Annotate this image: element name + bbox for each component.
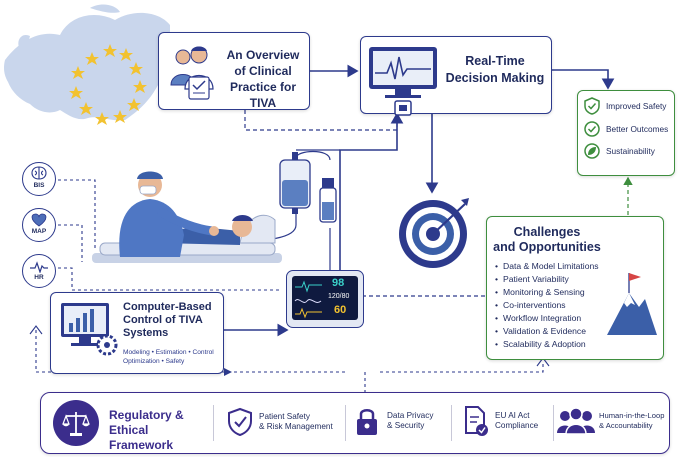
regulatory-bar: Regulatory & Ethical Framework Patient S… xyxy=(40,392,670,454)
monitor-screen: 98 120/80 60 xyxy=(292,276,358,320)
outcome-row-outcomes: Better Outcomes xyxy=(584,121,674,137)
regulatory-item-label: Data Privacy & Security xyxy=(387,410,434,431)
sensor-label: HR xyxy=(34,274,44,281)
challenges-list: Data & Model Limitations Patient Variabi… xyxy=(495,260,599,351)
challenge-item: Scalability & Adoption xyxy=(495,338,599,351)
regulatory-item-label: Human-in-the-Loop & Accountability xyxy=(599,410,665,431)
challenges-title-line2: and Opportunities xyxy=(493,240,601,254)
leaf-icon xyxy=(584,143,600,159)
sensor-hr: HR xyxy=(22,254,56,288)
pulse-icon xyxy=(30,261,48,273)
challenge-item: Monitoring & Sensing xyxy=(495,286,599,299)
scales-icon xyxy=(62,412,90,436)
control-subtitle-line1: Modeling • Estimation • Control xyxy=(123,349,214,356)
clinicians-icon xyxy=(170,46,214,100)
outcome-label: Sustainability xyxy=(606,146,655,156)
challenge-item: Patient Variability xyxy=(495,273,599,286)
divider xyxy=(345,405,346,441)
challenge-item: Workflow Integration xyxy=(495,312,599,325)
realtime-title: Real-Time Decision Making xyxy=(445,54,545,85)
overview-card: An Overview of Clinical Practice for TIV… xyxy=(158,32,310,110)
mountain-flag-icon xyxy=(607,273,657,335)
outcome-row-safety: Improved Safety xyxy=(584,97,674,115)
heart-icon xyxy=(31,213,47,227)
eu-stars xyxy=(69,44,147,125)
regulatory-item-safety: Patient Safety & Risk Management xyxy=(227,407,333,437)
challenge-item: Validation & Evidence xyxy=(495,325,599,338)
regulatory-item-ai-act: EU AI Act Compliance xyxy=(463,405,538,437)
lock-icon xyxy=(357,409,377,435)
europe-map xyxy=(4,4,170,121)
regulatory-item-privacy: Data Privacy & Security xyxy=(355,405,433,437)
divider xyxy=(451,405,452,441)
target-icon xyxy=(399,198,469,268)
monitor-value-spo2: 98 xyxy=(332,277,345,289)
people-icon xyxy=(557,407,595,435)
challenges-card: Challenges and Opportunities Data & Mode… xyxy=(486,216,664,360)
outcome-row-sustainability: Sustainability xyxy=(584,143,674,159)
control-card: Computer-Based Control of TIVA Systems M… xyxy=(50,292,224,374)
vital-monitor: 98 120/80 60 xyxy=(286,270,364,328)
control-computer-icon xyxy=(61,303,118,356)
document-check-icon xyxy=(465,406,488,436)
regulatory-item-label: EU AI Act Compliance xyxy=(495,410,539,431)
shield-check-icon xyxy=(228,407,252,437)
regulatory-icon-circle xyxy=(53,400,99,446)
check-circle-icon xyxy=(584,121,600,137)
challenges-title-line1: Challenges xyxy=(513,225,581,239)
sensor-label: BIS xyxy=(33,182,45,189)
sensor-label: MAP xyxy=(31,228,47,235)
overview-title: An Overview of Clinical Practice for TIV… xyxy=(226,48,300,110)
divider xyxy=(553,405,554,441)
clinician-patient-illustration xyxy=(92,171,282,263)
brain-icon xyxy=(31,166,47,180)
regulatory-title: Regulatory & Ethical Framework xyxy=(109,408,184,452)
shield-check-icon xyxy=(584,97,600,115)
iv-bag-icon xyxy=(279,152,337,223)
divider xyxy=(213,405,214,441)
monitor-icon xyxy=(369,47,437,116)
monitor-value-hr: 60 xyxy=(334,304,347,316)
regulatory-item-human-loop: Human-in-the-Loop & Accountability xyxy=(557,407,664,435)
control-title: Computer-Based Control of TIVA Systems xyxy=(123,301,212,339)
challenge-item: Co-interventions xyxy=(495,299,599,312)
control-subtitle-line2: Optimization • Safety xyxy=(123,358,185,365)
outcome-label: Improved Safety xyxy=(606,101,667,111)
sensor-map: MAP xyxy=(22,208,56,242)
waveform-icon xyxy=(294,280,322,319)
outcomes-card: Improved Safety Better Outcomes Sustaina… xyxy=(577,90,675,176)
regulatory-item-label: Patient Safety & Risk Management xyxy=(259,411,333,432)
realtime-card: Real-Time Decision Making xyxy=(360,36,552,116)
outcome-label: Better Outcomes xyxy=(606,124,669,134)
challenge-item: Data & Model Limitations xyxy=(495,260,599,273)
monitor-value-bp: 120/80 xyxy=(328,293,350,300)
sensor-bis: BIS xyxy=(22,162,56,196)
